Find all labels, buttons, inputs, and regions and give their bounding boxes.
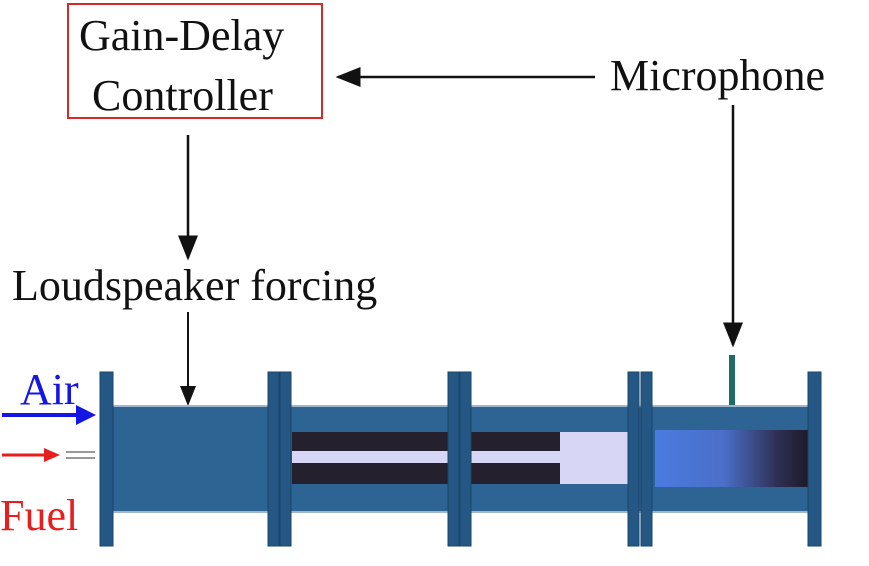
inner-tube-light (292, 451, 560, 463)
controller-label-line1: Gain-Delay (79, 11, 285, 60)
microphone-label: Microphone (610, 51, 826, 100)
loudspeaker-label: Loudspeaker forcing (12, 261, 378, 310)
microphone-probe (729, 355, 735, 407)
flanges (99, 371, 822, 547)
air-label: Air (20, 365, 79, 414)
fuel-label: Fuel (0, 491, 79, 540)
flame-region (655, 430, 808, 487)
controller-box (67, 3, 323, 119)
nozzle-block (560, 432, 628, 484)
controller-label-line2: Controller (92, 71, 273, 120)
